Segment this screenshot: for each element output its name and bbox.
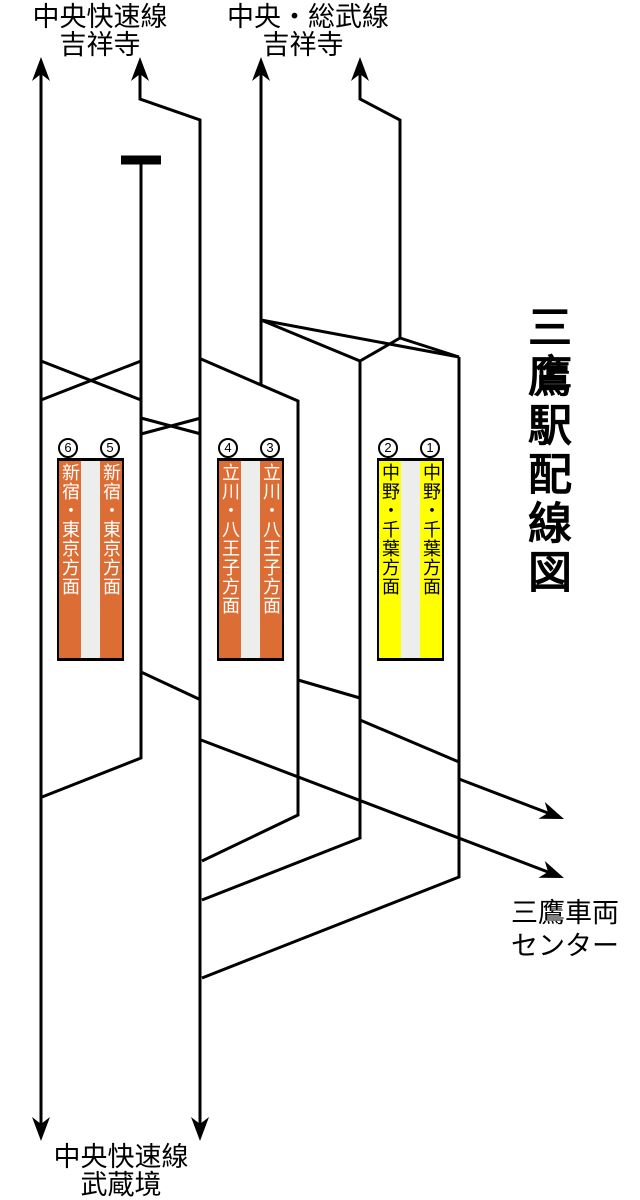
crossover-track6-track5 (40, 359, 142, 402)
label-top-local-line: 中央・総武線 (227, 2, 389, 32)
depot-line-1 (458, 777, 549, 815)
scissors-b (260, 318, 460, 359)
track-number-6: 6 (58, 438, 78, 458)
link-track2-track1 (359, 718, 460, 764)
up-arrowhead-track6 (32, 57, 50, 81)
label-depot-line2: センター (511, 931, 619, 961)
track-1-line (201, 357, 461, 980)
platform-5-destination: 新宿・東京方面 (100, 461, 122, 658)
down-arrowhead-up-main (32, 1117, 50, 1141)
platform-1-destination: 中野・千葉方面 (420, 461, 442, 658)
up-arrowhead-track4 (131, 57, 149, 81)
label-depot: 三鷹車両 センター (511, 897, 619, 963)
label-top-local-station: 吉祥寺 (262, 30, 344, 60)
platform-6-5-walkway (81, 461, 100, 658)
platform-4-destination: 立川・八王子方面 (219, 461, 241, 658)
up-arrowhead-sobu-a (252, 57, 270, 81)
scissors-a (260, 318, 361, 363)
platform-2-1-walkway (401, 461, 420, 658)
link-track3-track2 (297, 678, 361, 700)
platform-4-3-walkway (241, 461, 260, 658)
track-number-1: 1 (420, 438, 440, 458)
platform-6-5-box: 新宿・東京方面 新宿・東京方面 (57, 458, 124, 661)
crossover-track5-track4 (140, 416, 202, 436)
track-number-4: 4 (218, 438, 238, 458)
track-number-5: 5 (100, 438, 120, 458)
platform-2-1-box: 中野・千葉方面 中野・千葉方面 (377, 458, 444, 661)
scissors-d (399, 336, 460, 359)
platform-6-destination: 新宿・東京方面 (59, 461, 81, 658)
depot-arrowhead-2 (538, 861, 564, 878)
page-title: 三鷹駅配線図 (521, 304, 570, 598)
platform-4-3-box: 立川・八王子方面 立川・八王子方面 (217, 458, 284, 661)
down-main-line (138, 70, 202, 1124)
platform-3-destination: 立川・八王子方面 (260, 461, 282, 658)
platform-2-destination: 中野・千葉方面 (379, 461, 401, 658)
label-bottom-rapid-line: 中央快速線 (53, 1142, 189, 1172)
link-track5-track4 (140, 670, 202, 702)
track-number-3: 3 (260, 438, 280, 458)
label-bottom-rapid-station: 武蔵境 (80, 1170, 162, 1200)
track-number-2: 2 (378, 438, 398, 458)
depot-line-2 (200, 738, 549, 874)
track-2-line (201, 361, 362, 902)
track-3-line (200, 357, 300, 863)
label-top-rapid-line: 中央快速線 (32, 2, 168, 32)
sobu-east-track-b (358, 70, 402, 338)
down-arrowhead-down-main (191, 1117, 209, 1141)
label-depot-line1: 三鷹車両 (511, 898, 619, 928)
up-arrowhead-sobu-b (351, 57, 369, 81)
scissors-c (359, 336, 401, 363)
label-top-rapid-station: 吉祥寺 (59, 30, 141, 60)
depot-arrowhead-1 (538, 802, 564, 819)
